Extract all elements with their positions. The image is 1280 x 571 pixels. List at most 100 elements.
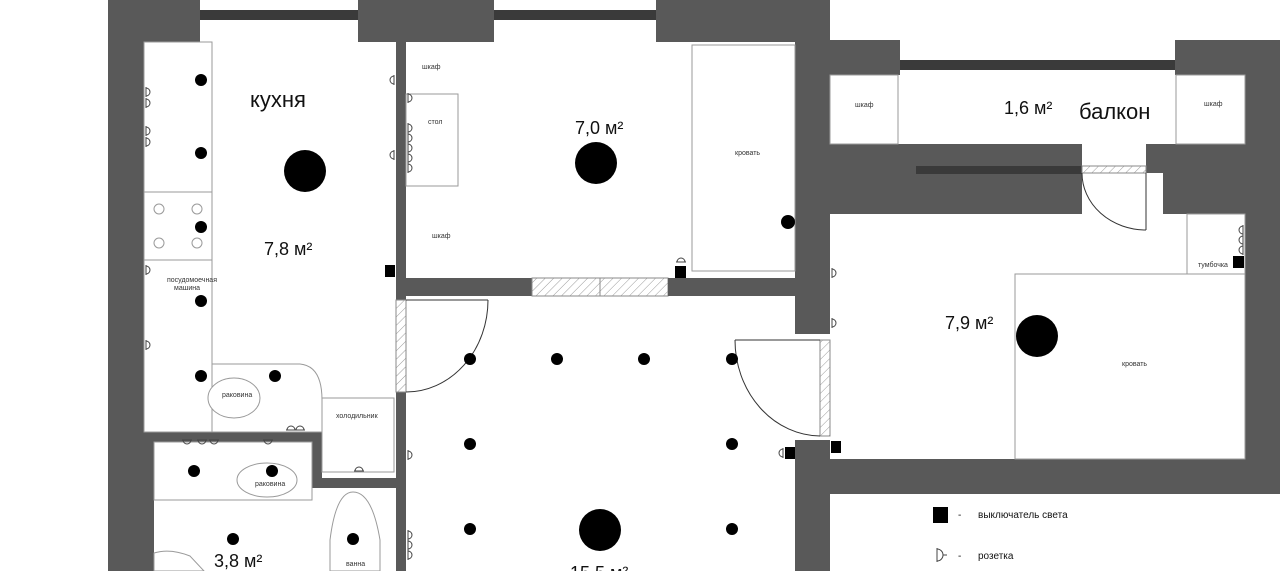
dishwasher-label-2: машина xyxy=(174,285,200,292)
walls xyxy=(108,0,1280,571)
balcony-wardrobe-label-2: шкаф xyxy=(1204,101,1223,108)
balcony-wardrobe-label-1: шкаф xyxy=(855,102,874,109)
light-switch-icon xyxy=(1233,256,1244,268)
socket-icon xyxy=(407,539,413,551)
spot-lamp xyxy=(227,533,239,545)
spot-lamp xyxy=(464,353,476,365)
door-jamb-bed2 xyxy=(819,339,831,437)
light-switch-icon xyxy=(385,265,395,277)
legend-switch-icon xyxy=(933,507,948,523)
wall-bed2-right xyxy=(1245,214,1280,494)
fridge xyxy=(321,397,395,473)
living-area: 15,5 м² xyxy=(570,563,628,571)
kitchen-name: кухня xyxy=(250,87,306,112)
wall-bed2-left xyxy=(795,214,830,334)
door-jamb-kitchen xyxy=(395,299,407,393)
bed-bedroom1 xyxy=(691,44,796,272)
balcony-area: 1,6 м² xyxy=(1004,98,1052,118)
room-labels: кухня 7,8 м² 7,0 м² 1,6 м² балкон 7,9 м²… xyxy=(214,87,1150,571)
socket-icon xyxy=(675,257,687,263)
socket-icon xyxy=(778,447,784,459)
spot-lamp xyxy=(464,438,476,450)
legend-socket-label: розетка xyxy=(978,551,1014,562)
spot-lamp xyxy=(551,353,563,365)
spot-lamp xyxy=(195,370,207,382)
wall-balcony-bottom-right xyxy=(1146,144,1280,173)
fridge-label: холодильник xyxy=(336,413,379,420)
bed2-label: кровать xyxy=(1122,361,1147,368)
door-swing-kitchen xyxy=(405,299,489,393)
ceiling-lamp-bedroom1 xyxy=(575,142,617,184)
spot-lamp xyxy=(195,295,207,307)
dishwasher-label: посудомоечная xyxy=(167,277,217,284)
legend-dash-1: - xyxy=(958,510,961,521)
wardrobe-label-2: шкаф xyxy=(432,233,451,240)
wall-bed1-bottom-b xyxy=(668,278,830,296)
balcony-name: балкон xyxy=(1079,99,1150,124)
spot-lamp xyxy=(726,353,738,365)
socket-icon xyxy=(831,317,837,329)
legend-switch-label: выключатель света xyxy=(978,510,1068,521)
wall-bath-top-step xyxy=(312,432,322,488)
wall-bed2-bottom xyxy=(795,459,1280,494)
switches xyxy=(385,256,1244,459)
kitchen-area: 7,8 м² xyxy=(264,239,312,259)
light-switch-icon xyxy=(831,441,841,453)
wall-bed2-top-right xyxy=(1163,173,1280,214)
socket-icon xyxy=(389,74,395,86)
spot-lamp xyxy=(726,438,738,450)
bedroom2-area: 7,9 м² xyxy=(945,313,993,333)
wall-bed1-bottom-a xyxy=(396,278,532,296)
spot-lamp xyxy=(195,74,207,86)
furniture: посудомоечная машина раковина холодильни… xyxy=(143,41,1246,571)
light-switch-icon xyxy=(785,447,795,459)
kitchen-sink-label: раковина xyxy=(222,392,252,399)
spot-lamp xyxy=(347,533,359,545)
desk xyxy=(405,93,459,187)
desk-label: стол xyxy=(428,119,442,126)
toilet xyxy=(153,550,205,571)
wall-kitchen-bed1 xyxy=(396,42,406,298)
spot-lamp xyxy=(726,523,738,535)
spot-lamp xyxy=(269,370,281,382)
socket-icon xyxy=(407,449,413,461)
legend-dash-2: - xyxy=(958,551,961,562)
spot-lamp xyxy=(195,147,207,159)
kitchen-sink xyxy=(207,377,261,419)
socket-icon xyxy=(407,529,413,541)
door-balcony-jamb xyxy=(1081,165,1147,174)
bedroom1-area: 7,0 м² xyxy=(575,118,623,138)
ceiling-lamp-kitchen xyxy=(284,150,326,192)
nightstand-label: тумбочка xyxy=(1198,261,1228,269)
bath-sink xyxy=(236,462,298,498)
bed1-label: кровать xyxy=(735,150,760,157)
window-balcony xyxy=(900,60,1175,70)
window-bedroom2 xyxy=(916,166,1082,174)
light-switch-icon xyxy=(675,266,686,278)
wall-top-left xyxy=(108,0,200,42)
wall-bath-left xyxy=(144,442,154,571)
spot-lamp xyxy=(266,465,278,477)
bathroom-area: 3,8 м² xyxy=(214,551,262,571)
wardrobe-label-1: шкаф xyxy=(422,64,441,71)
wall-bath-top-right xyxy=(312,478,406,488)
wall-balcony-left xyxy=(830,40,900,75)
wall-balcony-bottom-left xyxy=(830,144,1082,214)
ceiling-lamp-living xyxy=(579,509,621,551)
window-bedroom1 xyxy=(494,10,656,20)
balcony-cabinet-left xyxy=(829,74,899,145)
legend: - выключатель света - розетка xyxy=(933,507,1068,562)
door-swing-balcony xyxy=(1081,172,1147,231)
bathtub xyxy=(329,491,381,571)
bath-sink-label: раковина xyxy=(255,481,285,488)
ceiling-lamp-bedroom2 xyxy=(1016,315,1058,357)
lamps xyxy=(188,74,1058,551)
window-kitchen xyxy=(200,10,358,20)
bathtub-label: ванна xyxy=(346,561,365,568)
spot-lamp xyxy=(464,523,476,535)
spot-lamp xyxy=(638,353,650,365)
socket-icon xyxy=(389,149,395,161)
bed-bedroom2 xyxy=(1014,273,1246,460)
wall-left xyxy=(108,0,144,571)
